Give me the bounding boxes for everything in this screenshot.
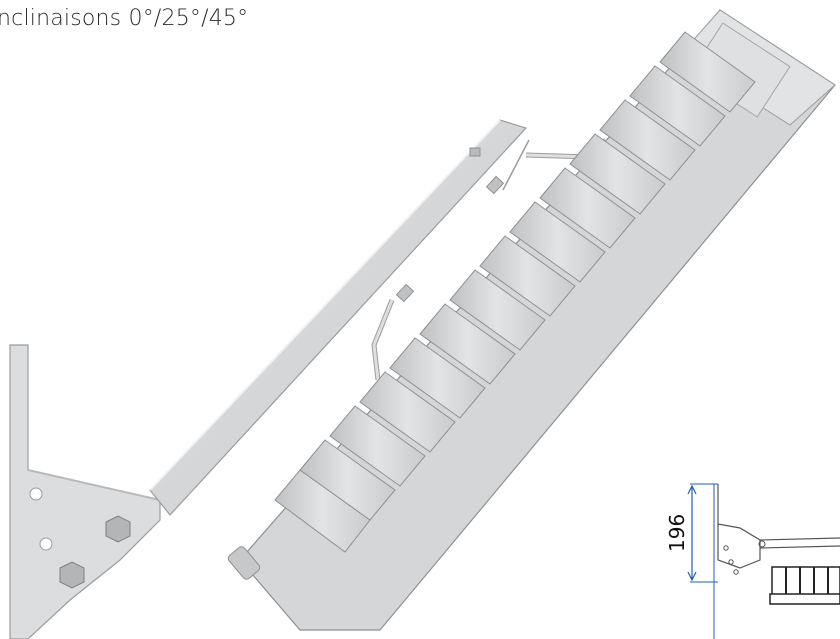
bracket-arm bbox=[149, 119, 530, 516]
product-caption: nclinaisons 0°/25°/45° bbox=[0, 6, 249, 31]
dimension-drawing: 196 bbox=[665, 483, 840, 639]
wall-mount-plate bbox=[9, 344, 161, 639]
cooling-fins bbox=[274, 31, 756, 553]
dimension-label-196: 196 bbox=[665, 514, 689, 552]
